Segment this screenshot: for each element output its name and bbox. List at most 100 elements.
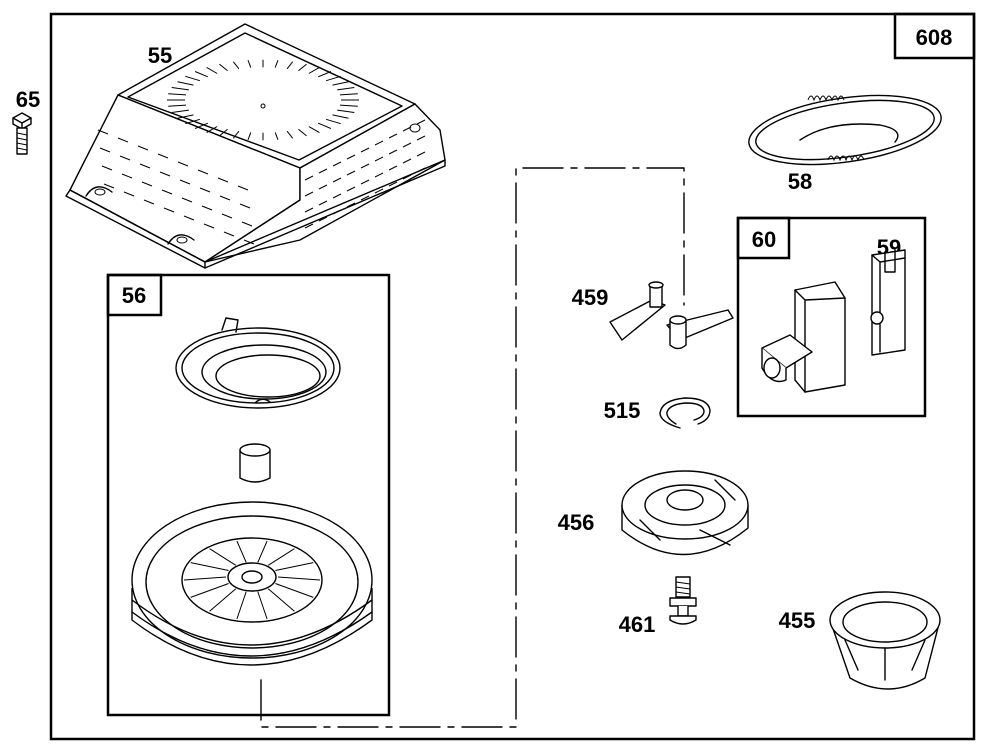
vent-slot: [346, 154, 356, 160]
part-59-handle-insert: [870, 249, 906, 356]
vent-slot: [157, 153, 169, 159]
vent-slot: [217, 177, 229, 183]
pulley-spoke: [257, 540, 268, 563]
vent-slot: [201, 205, 213, 211]
vent-slot: [402, 158, 412, 164]
part-55-blower-cover: [65, 23, 446, 269]
kit-56-box: [106, 273, 391, 717]
label-515: 515: [604, 398, 641, 423]
vent-slot: [374, 140, 384, 146]
vent-slot: [298, 128, 307, 137]
label-456: 456: [558, 510, 595, 535]
label-608: 608: [916, 25, 953, 50]
vent-slot: [183, 215, 195, 221]
vent-slot: [206, 66, 218, 74]
vent-slot: [247, 132, 252, 140]
vent-slot: [171, 87, 189, 91]
pulley-spoke: [267, 548, 295, 566]
vent-slot: [304, 223, 314, 229]
vent-slot: [177, 81, 194, 86]
vent-slot: [286, 130, 294, 139]
pulley-spoke: [209, 588, 237, 612]
vent-slot: [374, 172, 384, 178]
vent-slot: [402, 174, 412, 180]
vent-slot: [304, 175, 314, 181]
vent-slot: [318, 168, 328, 174]
vent-slot: [339, 93, 358, 96]
vent-slot: [103, 183, 115, 189]
pulley-spoke: [275, 583, 314, 598]
part-pulley: [131, 501, 373, 666]
vent-slot: [221, 213, 233, 219]
kit-60-label-box: [736, 216, 791, 260]
vent-slot: [161, 189, 173, 195]
kit-56-label-box: [106, 273, 163, 317]
vent-slot: [325, 118, 341, 125]
part-pin: [239, 443, 271, 483]
label-60: 60: [752, 227, 776, 252]
connector-line: [260, 167, 685, 728]
vent-slot: [308, 66, 320, 74]
vent-slot: [318, 184, 328, 190]
kit-60-box: [736, 216, 927, 418]
vent-slot: [239, 203, 251, 209]
vent-slot: [360, 147, 370, 153]
vent-slot: [185, 118, 201, 125]
vent-slot: [332, 161, 342, 167]
vent-slot: [232, 130, 240, 139]
part-461-screw: [669, 576, 697, 625]
vent-slot: [374, 156, 384, 162]
vent-slot: [416, 135, 426, 141]
vent-slot: [123, 191, 135, 197]
label-461: 461: [619, 612, 656, 637]
vent-slot: [318, 200, 328, 206]
vent-slot: [181, 197, 193, 203]
pulley-spoke: [236, 540, 247, 563]
vent-slot: [318, 71, 332, 78]
vent-slot: [219, 195, 231, 201]
vent-slot: [346, 202, 356, 208]
pulley-spoke: [275, 562, 314, 571]
vent-slot: [286, 61, 294, 70]
pulley-spoke: [236, 591, 247, 620]
label-56: 56: [122, 283, 146, 308]
vent-slot: [388, 165, 398, 171]
vent-slot: [318, 216, 328, 222]
vent-slot: [346, 170, 356, 176]
vent-slot: [197, 169, 209, 175]
vent-slot: [159, 171, 171, 177]
part-456-retainer: [621, 470, 749, 556]
part-recoil-spring: [175, 317, 341, 409]
vent-slot: [177, 114, 194, 119]
vent-slot: [119, 155, 131, 161]
vent-slot: [337, 109, 355, 113]
vent-slot: [97, 129, 109, 135]
vent-slot: [388, 149, 398, 155]
vent-slot: [163, 207, 175, 213]
vent-slot: [203, 223, 215, 229]
label-65: 65: [16, 87, 40, 112]
vent-slot: [325, 75, 341, 82]
vent-slot: [360, 163, 370, 169]
pulley-spoke: [183, 576, 227, 581]
part-459-pawl: [609, 281, 734, 350]
vent-slot: [332, 177, 342, 183]
vent-slot: [346, 186, 356, 192]
vent-slot: [304, 207, 314, 213]
vent-slot: [247, 60, 252, 68]
pulley-spoke: [190, 583, 229, 598]
kit-608-box: [893, 12, 976, 60]
vent-slot: [99, 147, 111, 153]
vent-slot: [243, 239, 255, 245]
vent-slot: [117, 137, 129, 143]
part-65-bolt: [12, 112, 32, 155]
pulley-spoke: [257, 591, 268, 620]
vent-slot: [339, 104, 358, 107]
vent-slot: [402, 126, 412, 132]
vent-slot: [223, 231, 235, 237]
vent-slot: [194, 122, 208, 129]
vent-slot: [402, 142, 412, 148]
vent-slot: [241, 221, 253, 227]
label-459: 459: [572, 285, 609, 310]
